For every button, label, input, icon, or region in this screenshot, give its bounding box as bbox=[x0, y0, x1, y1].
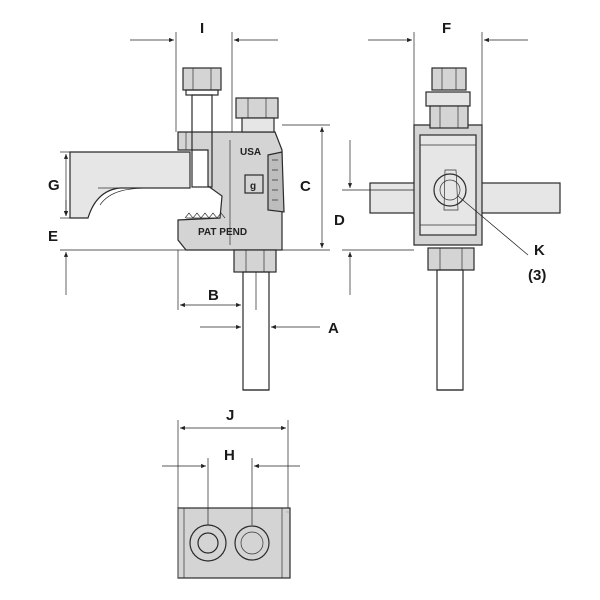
bottom-hole-right bbox=[234, 525, 270, 561]
dimension-lines bbox=[60, 32, 528, 525]
top-hex-head bbox=[182, 67, 222, 91]
dim-label-C: C bbox=[300, 178, 311, 195]
bottom-body bbox=[177, 507, 291, 579]
logo-marking: g bbox=[250, 181, 256, 192]
dim-label-G: G bbox=[48, 177, 60, 194]
beam-flange bbox=[69, 151, 191, 219]
end-view bbox=[369, 67, 561, 391]
top-nut-side bbox=[235, 97, 279, 119]
top-hex-head-end bbox=[431, 67, 467, 91]
usa-marking: USA bbox=[240, 147, 261, 158]
dim-label-K-count: (3) bbox=[528, 267, 546, 284]
dim-label-F: F bbox=[442, 20, 451, 37]
threaded-rod-end bbox=[436, 269, 464, 391]
dim-label-D: D bbox=[334, 212, 345, 229]
bottom-nut-side bbox=[233, 249, 277, 273]
set-screw-shank bbox=[191, 94, 213, 188]
dim-label-B: B bbox=[208, 287, 219, 304]
side-view: USA g PAT PEND bbox=[69, 67, 285, 391]
dim-label-A: A bbox=[328, 320, 339, 337]
bottom-view bbox=[177, 507, 291, 579]
dim-label-J: J bbox=[226, 407, 234, 424]
pat-pend-marking: PAT PEND bbox=[198, 227, 247, 238]
dim-label-I: I bbox=[200, 20, 204, 37]
dim-label-H: H bbox=[224, 447, 235, 464]
dim-label-K: K bbox=[534, 242, 545, 259]
bottom-nut-end bbox=[427, 247, 475, 271]
dim-label-E: E bbox=[48, 228, 58, 245]
eyebolt-hole bbox=[433, 173, 467, 207]
dimension-labels: I F G E C D B A K (3) J H bbox=[48, 20, 546, 464]
